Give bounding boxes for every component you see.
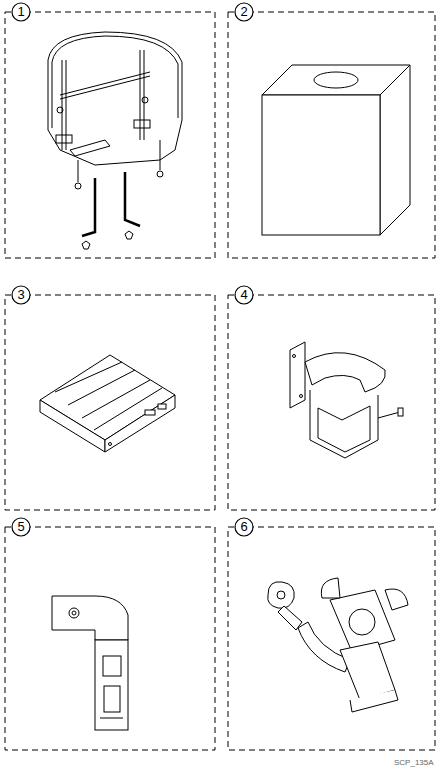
callout-number: 5 [12,520,30,534]
windshield [48,32,182,249]
panel-frame [228,295,435,510]
callout-circle [12,518,30,536]
callout-circle [12,286,30,304]
panel-frame [5,295,215,510]
callout-circle [12,3,30,21]
panel-frame [5,527,215,750]
cup-holder [290,342,403,458]
callout-circle [235,286,253,304]
callout-number: 2 [235,5,253,19]
elbow-module [52,596,128,730]
callout-number: 1 [12,5,30,19]
callout-number: 6 [235,520,253,534]
panel-frame [228,527,435,750]
callout-number: 4 [235,288,253,302]
phone-holder [268,578,408,712]
tray [40,355,175,452]
callout-number: 3 [12,288,30,302]
panel-frame [228,12,435,258]
figure-code: SCP_135A [394,758,434,767]
storage-bag [262,65,410,235]
panel-frame [5,12,215,258]
callout-circle [235,3,253,21]
callout-circle [235,518,253,536]
